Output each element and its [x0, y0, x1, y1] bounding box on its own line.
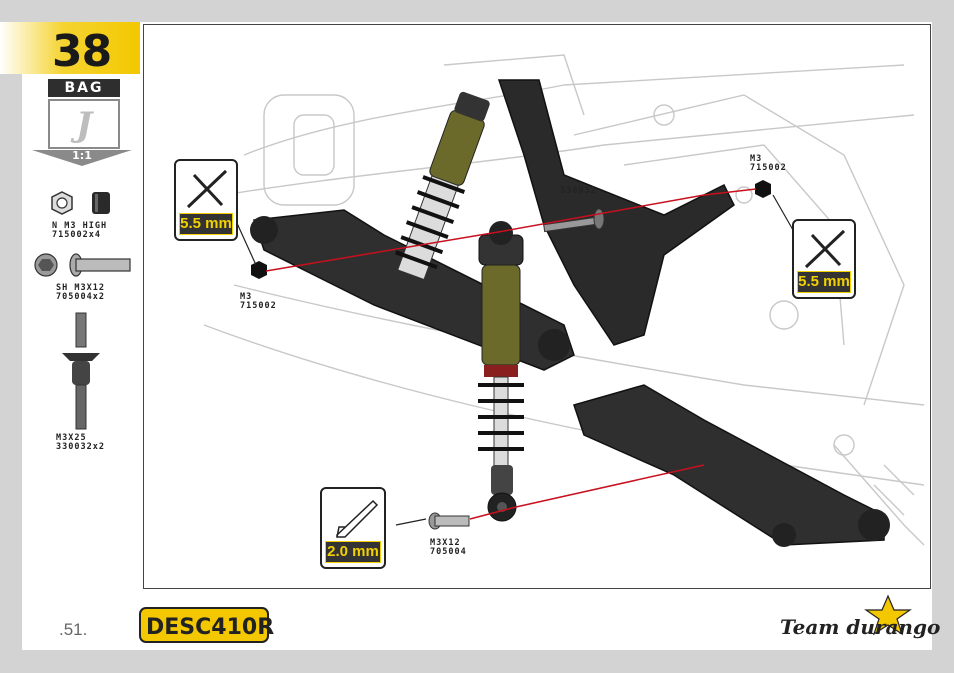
screw-bottom [428, 512, 470, 530]
assembly-drawing [203, 54, 925, 547]
shock-tower [497, 79, 735, 346]
svg-text:DESC410R: DESC410R [146, 615, 274, 640]
wrench-size-right: 5.5 mm [797, 271, 851, 293]
team-durango-logo: Team durango [770, 594, 940, 646]
callout-wrench-left: 5.5 mm [174, 159, 238, 241]
bag-header: BAG [48, 79, 120, 97]
svg-text:Team durango: Team durango [780, 615, 940, 639]
step-number: 38 [52, 26, 112, 77]
part-label-screw: SH M3X12 705004x2 [56, 283, 105, 302]
callout-wrench-right: 5.5 mm [792, 219, 856, 299]
label-nut-left: M3 715002 [240, 292, 277, 311]
scale-arrow-icon [32, 150, 132, 166]
nut-right [755, 180, 771, 198]
scale-label: 1:1 [72, 149, 92, 162]
assembly-diagram: M3 715002 M3 715002 330032 M3X12 705004 … [143, 24, 931, 589]
step-tab [0, 22, 140, 74]
screw-icon [34, 253, 131, 277]
callout-hex-driver: 2.0 mm [320, 487, 386, 569]
part-label-nut: N M3 HIGH 715002x4 [52, 221, 108, 240]
bag-letter: J [75, 105, 93, 145]
hex-size: 2.0 mm [325, 541, 381, 563]
part-label-shock-screw: M3X25 330032x2 [56, 433, 105, 452]
label-nut-right: M3 715002 [750, 154, 787, 173]
lower-arm [573, 384, 885, 546]
label-shock-screw: 330032 [560, 186, 597, 196]
cross-wrench-icon [804, 229, 846, 269]
hex-key-icon [336, 499, 379, 538]
shock-rear [394, 91, 490, 281]
wrench-size-left: 5.5 mm [179, 213, 233, 235]
shock-screw-icon [62, 312, 100, 430]
label-screw-bottom: M3X12 705004 [430, 538, 467, 557]
desc410r-logo: DESC410R [139, 602, 274, 646]
bag-card: J [48, 99, 120, 149]
nut-left [251, 261, 267, 279]
shock-front [478, 221, 524, 522]
page-number: .51. [59, 620, 88, 639]
assembly-lines [265, 188, 757, 520]
cross-wrench-icon [186, 169, 228, 209]
nut-icon [51, 191, 110, 215]
